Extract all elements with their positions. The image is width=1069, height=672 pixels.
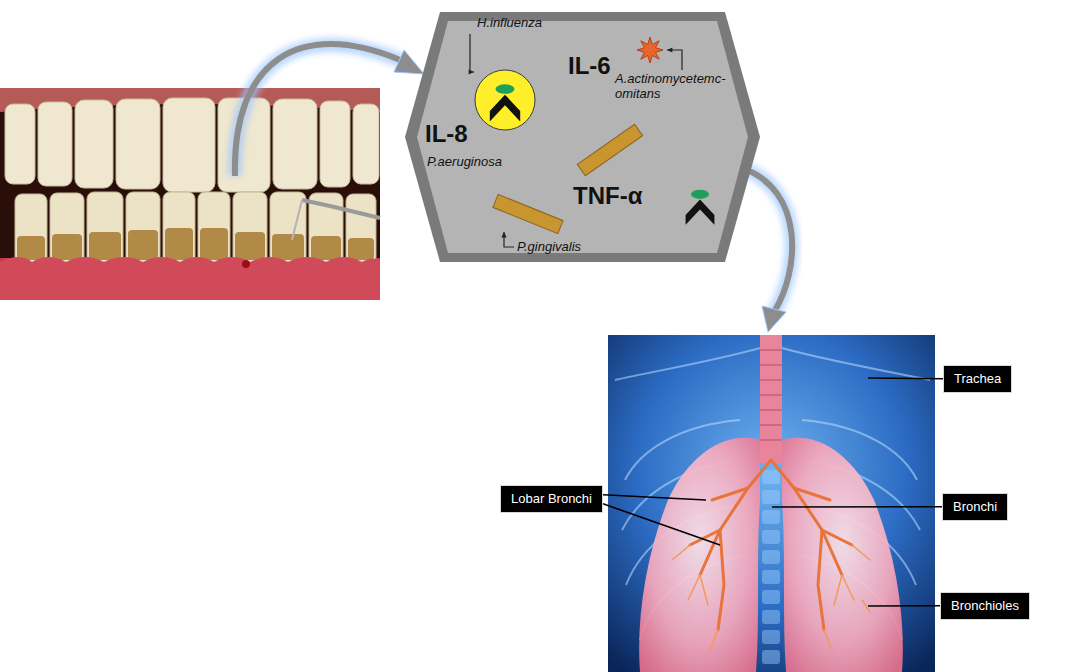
teeth-photo: [0, 88, 380, 300]
anatomy-label: Trachea: [943, 365, 1012, 393]
pointer-line: [470, 34, 474, 72]
rod-symbol: [577, 124, 642, 176]
leader-line: [772, 506, 942, 508]
bacterium-name: A.actinomycetemc-omitans: [615, 72, 743, 102]
anatomy-label: Lobar Bronchi: [500, 485, 603, 513]
chevron-symbol: [490, 95, 520, 122]
bacterium-symbol: [637, 37, 663, 63]
pathogen-hexagon: H.influenzaIL-6A.actinomycetemc-omitansI…: [405, 12, 760, 262]
leader-line: [603, 504, 720, 545]
pointer-line: [504, 232, 514, 247]
pointer-head: [667, 47, 672, 52]
receptor-symbol: [496, 84, 515, 94]
anatomy-label: Bronchi: [942, 493, 1008, 521]
hexagon-face: [417, 21, 748, 253]
cytokine-name: IL-8: [425, 120, 468, 148]
pointer-line: [667, 50, 682, 70]
leader-line: [868, 377, 943, 379]
lungs-illustration: [608, 335, 935, 672]
chevron-symbol: [686, 200, 715, 225]
leader-line: [603, 495, 706, 500]
bacterium-name: H.influenza: [477, 16, 542, 31]
receptor-symbol: [691, 190, 709, 199]
hexagon-bevel: [405, 12, 760, 262]
pointer-head: [501, 232, 506, 237]
flow-arrow: [742, 168, 792, 332]
label-text: Bronchioles: [951, 598, 1019, 614]
anatomy-label: Bronchioles: [940, 592, 1030, 620]
label-text: Lobar Bronchi: [511, 491, 592, 507]
cytokine-name: IL-6: [568, 52, 611, 80]
pointer-head: [469, 69, 474, 74]
label-text: Bronchi: [953, 499, 997, 515]
rod-symbol: [493, 194, 563, 233]
cytokine-name: TNF-α: [573, 182, 642, 210]
leader-line: [868, 605, 940, 607]
bacterium-name: P.gingivalis: [517, 240, 581, 255]
flow-arrow: [235, 44, 424, 176]
label-text: Trachea: [954, 371, 1001, 387]
bacterium-name: P.aeruginosa: [427, 155, 502, 170]
coccus-symbol: [475, 70, 535, 130]
